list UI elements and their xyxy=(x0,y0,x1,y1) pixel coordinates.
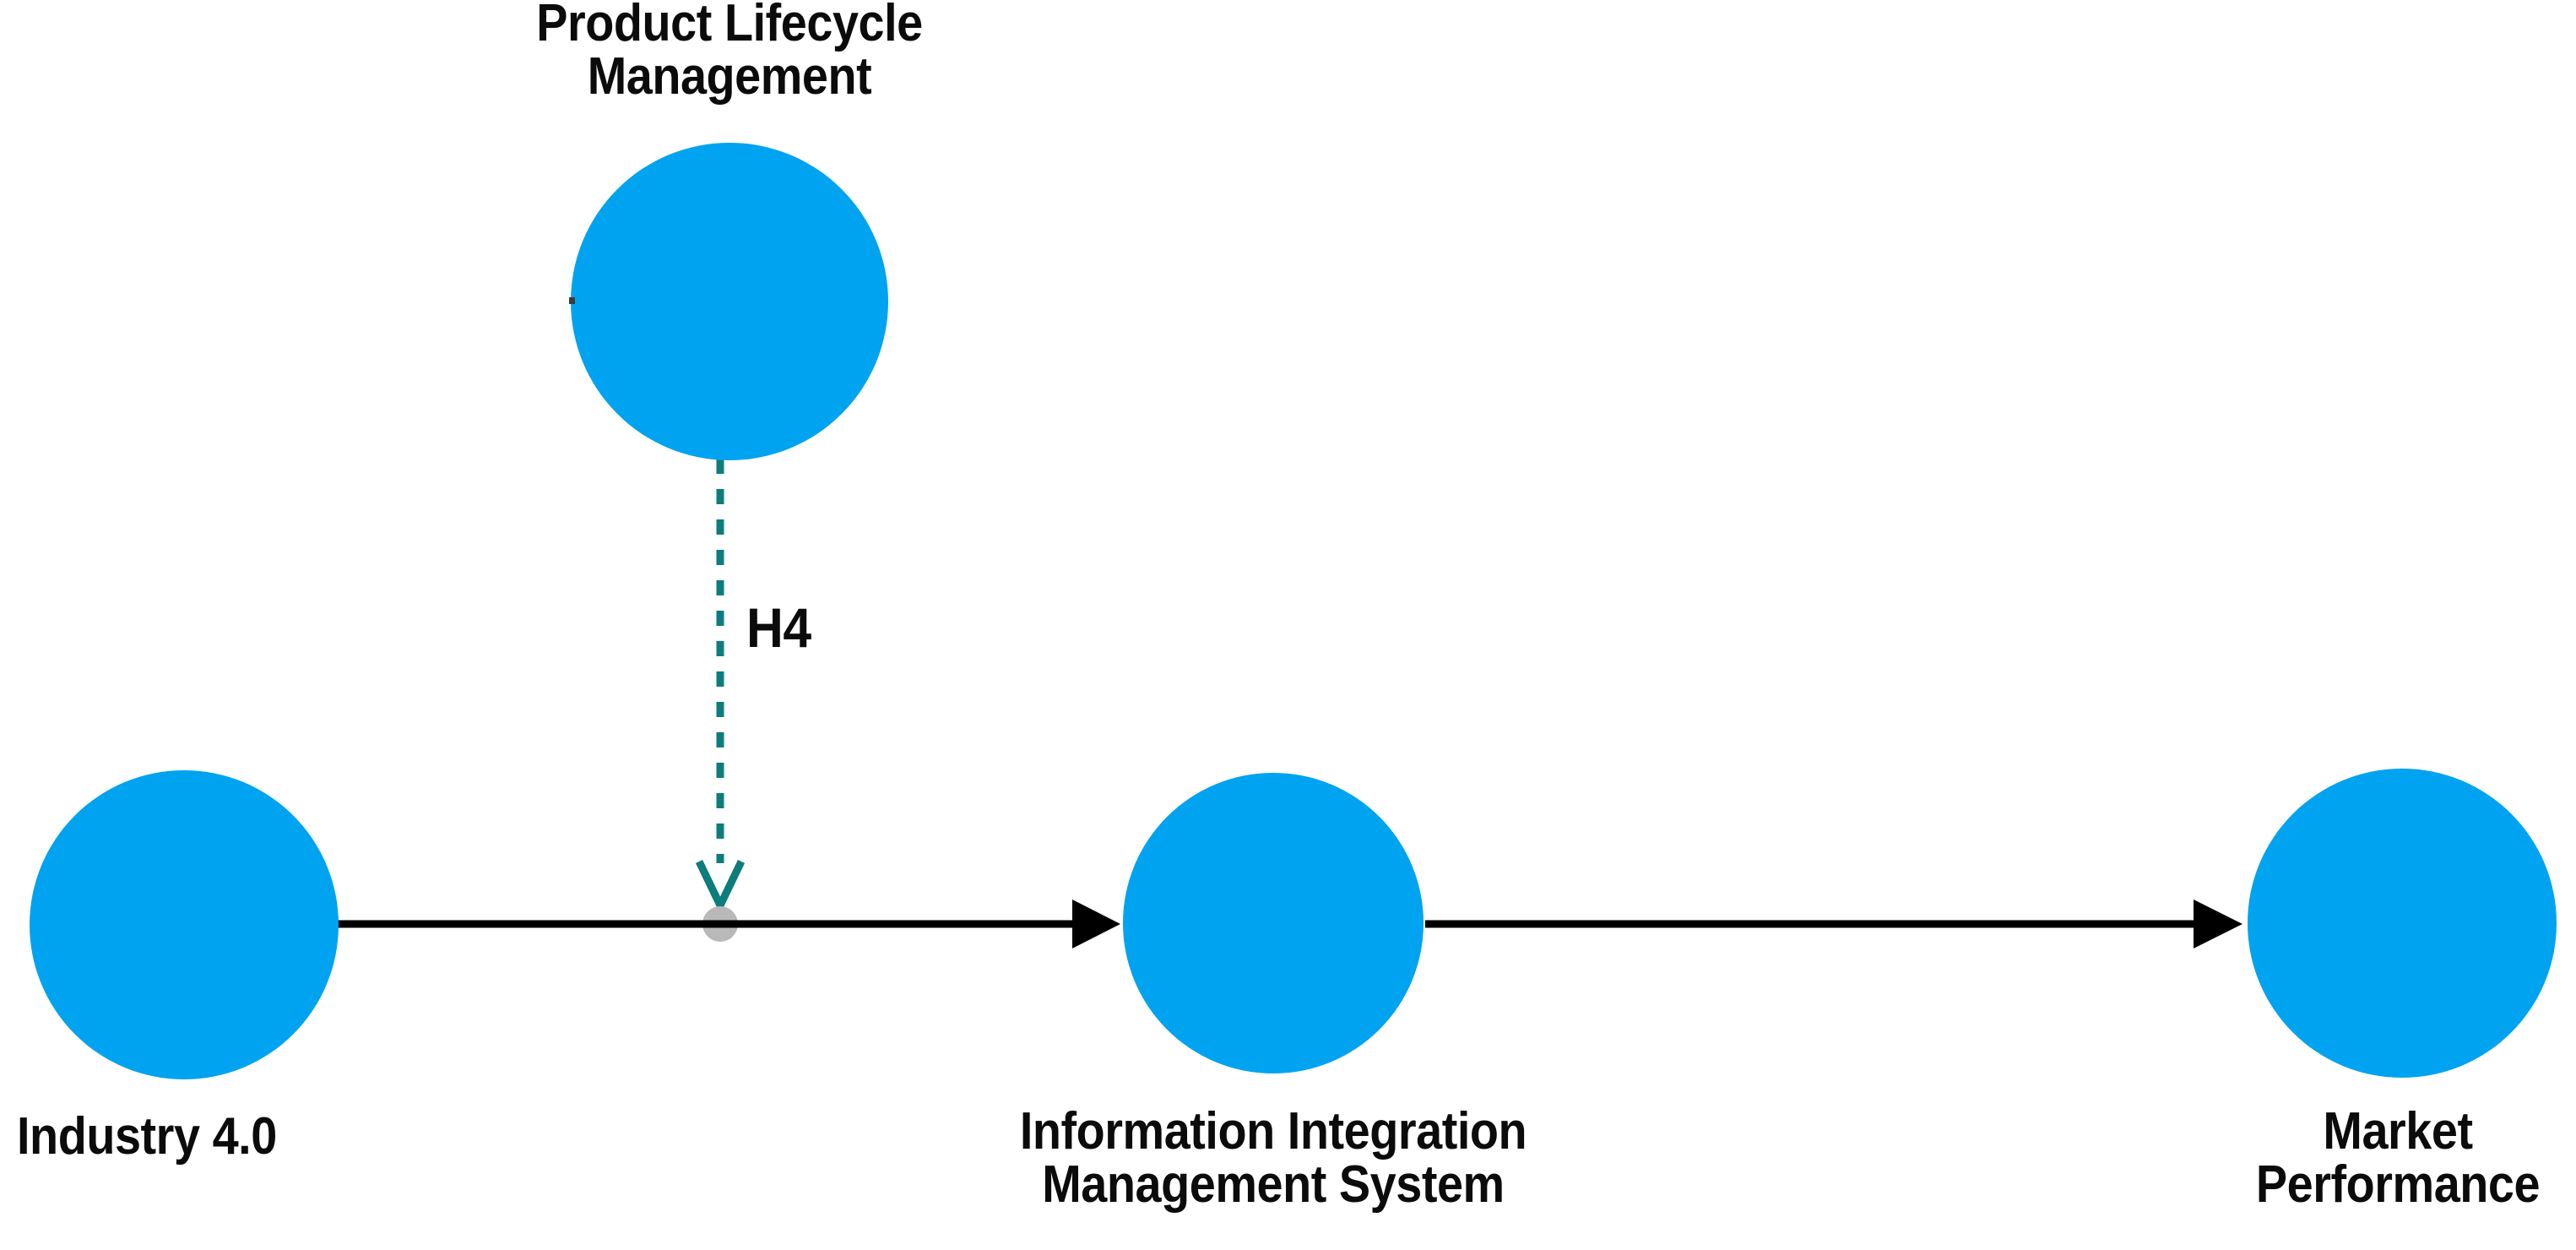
path-plm-moderation[interactable] xyxy=(695,459,746,915)
construct-circle-plm[interactable] xyxy=(571,143,888,460)
artifact-dot-plm-edge xyxy=(569,297,575,304)
arrowhead-industry-to-iims xyxy=(1072,899,1120,948)
construct-circle-market[interactable] xyxy=(2248,769,2557,1078)
arrowhead-plm-moderation-open-v xyxy=(695,860,746,915)
construct-circle-industry40[interactable] xyxy=(30,770,339,1079)
construct-circle-iims[interactable] xyxy=(1123,773,1424,1073)
path-iims-to-market[interactable] xyxy=(1425,899,2242,948)
arrowhead-iims-to-market xyxy=(2194,899,2242,948)
